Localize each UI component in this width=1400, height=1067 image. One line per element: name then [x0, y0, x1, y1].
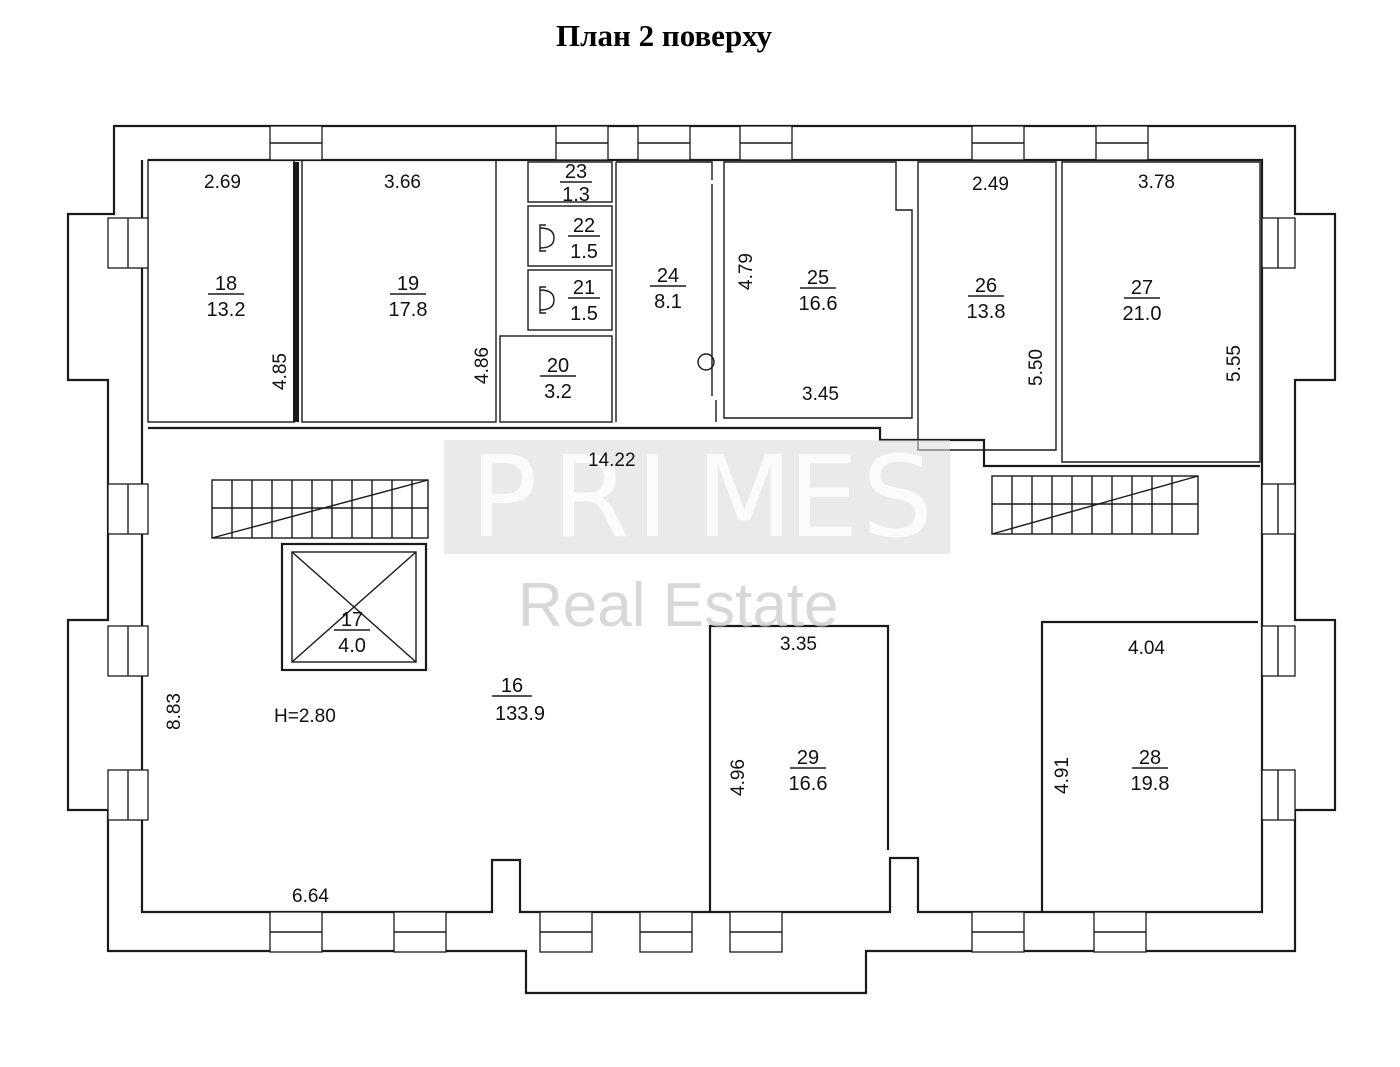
dimension-label: 3.35 [780, 634, 817, 655]
room-28-label: 28 19.8 [1131, 747, 1170, 795]
plan-title: План 2 поверху [555, 18, 773, 53]
room-17-label: 174.0 [334, 609, 370, 657]
svg-text:13.2: 13.2 [207, 299, 246, 321]
dimension-label: 3.45 [802, 384, 839, 405]
svg-text:19: 19 [397, 273, 419, 295]
svg-text:22: 22 [573, 215, 595, 237]
dimension-label: 2.69 [204, 172, 241, 193]
svg-text:133.9: 133.9 [495, 703, 545, 725]
watermark-letter: M [696, 433, 793, 563]
room-24-label: 248.1 [650, 265, 686, 313]
watermark-letter: P [470, 433, 538, 563]
dimension-label: 4.04 [1128, 638, 1165, 659]
elevator-shaft [280, 542, 428, 672]
watermark-subtitle: Real Estate [518, 571, 839, 640]
dimension-label: 4.96 [728, 759, 749, 796]
svg-text:20: 20 [547, 355, 569, 377]
watermark-letter: S [862, 433, 933, 563]
room-18-label: 18 13.2 [207, 273, 246, 321]
room-23-label: 231.3 [560, 161, 592, 206]
ceiling-height-label: H=2.80 [274, 706, 336, 727]
room-26-label: 26 13.8 [967, 275, 1006, 323]
room-27-label: 27 21.0 [1123, 277, 1162, 325]
svg-text:26: 26 [975, 275, 997, 297]
watermark-letter: I [636, 433, 669, 563]
dimension-label: 14.22 [588, 450, 636, 471]
svg-text:24: 24 [657, 265, 679, 287]
room-21-label: 211.5 [568, 277, 600, 325]
windows [107, 125, 1296, 953]
watermark-logo: P R I M E S Real Estate [444, 433, 950, 640]
watermark-letter: R [552, 433, 630, 563]
dimension-label: 3.66 [384, 172, 421, 193]
dimension-label: 2.49 [972, 174, 1009, 195]
upper-partitions [147, 159, 1261, 468]
dimension-label: 4.91 [1052, 757, 1073, 794]
dimension-label: 5.55 [1224, 345, 1245, 382]
room-20-label: 203.2 [540, 355, 576, 403]
svg-text:13.8: 13.8 [967, 301, 1006, 323]
svg-text:17.8: 17.8 [389, 299, 428, 321]
stairs-left [211, 479, 429, 539]
svg-text:28: 28 [1139, 747, 1161, 769]
dimension-label: 6.64 [292, 886, 329, 907]
dimension-label: 4.86 [472, 347, 493, 384]
room-19-label: 19 17.8 [389, 273, 428, 321]
svg-text:21.0: 21.0 [1123, 303, 1162, 325]
room-25-label: 25 16.6 [799, 267, 838, 315]
svg-text:8.1: 8.1 [654, 291, 682, 313]
svg-text:18: 18 [215, 273, 237, 295]
svg-text:23: 23 [565, 161, 587, 183]
dimension-labels: 2.69 3.66 2.49 3.78 4.85 4.86 4.79 3.45 … [164, 172, 1245, 907]
svg-text:16: 16 [501, 675, 523, 697]
room-22-label: 221.5 [568, 215, 600, 263]
svg-text:19.8: 19.8 [1131, 773, 1170, 795]
watermark-letter: E [788, 433, 859, 563]
svg-text:1.3: 1.3 [562, 184, 590, 206]
dimension-label: 4.79 [736, 253, 757, 290]
room-28-walls [1040, 620, 1258, 912]
svg-text:3.2: 3.2 [544, 381, 572, 403]
inner-wall-outline [140, 158, 1264, 914]
svg-text:1.5: 1.5 [570, 241, 598, 263]
room-16-label: 16 133.9 [492, 675, 545, 725]
dimension-label: 4.85 [270, 353, 291, 390]
svg-text:25: 25 [807, 267, 829, 289]
svg-text:16.6: 16.6 [789, 773, 828, 795]
room-29-label: 29 16.6 [789, 747, 828, 795]
svg-text:4.0: 4.0 [338, 635, 366, 657]
svg-text:27: 27 [1131, 277, 1153, 299]
dimension-label: 8.83 [164, 693, 185, 730]
dimension-label: 5.50 [1026, 349, 1047, 386]
svg-text:1.5: 1.5 [570, 303, 598, 325]
svg-text:17: 17 [341, 609, 363, 631]
stairs-right [991, 475, 1199, 535]
room-29-walls [708, 624, 890, 912]
svg-text:29: 29 [797, 747, 819, 769]
svg-text:21: 21 [573, 277, 595, 299]
svg-text:16.6: 16.6 [799, 293, 838, 315]
dimension-label: 3.78 [1138, 172, 1175, 193]
outer-wall-outline [66, 124, 1337, 995]
